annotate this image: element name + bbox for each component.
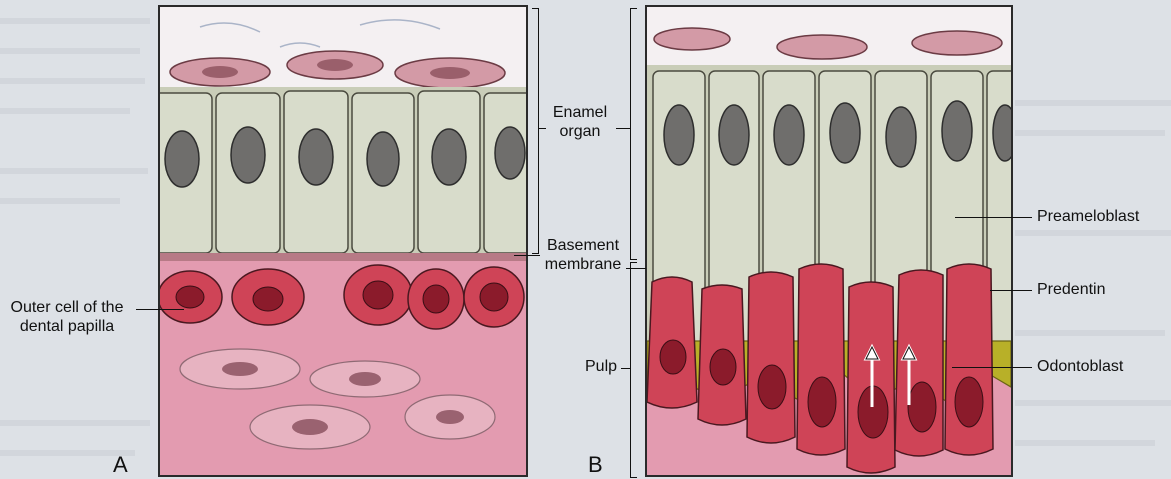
pulp-leader — [621, 368, 630, 369]
panel-letter-a: A — [113, 452, 128, 478]
basement-membrane-label: Basement membrane — [538, 236, 628, 274]
panel-a-drawing — [160, 7, 526, 475]
basement-membrane-leader-b — [626, 268, 646, 269]
panel-b-drawing — [647, 7, 1011, 475]
enamel-organ-leader-b — [616, 128, 630, 129]
panel-a-illustration — [158, 5, 528, 477]
odontoblast-leader — [952, 367, 1032, 368]
enamel-organ-label-line1: Enamel — [546, 103, 614, 122]
pulp-bracket-b — [630, 262, 637, 478]
outer-cell-label: Outer cell of the dental papilla — [0, 298, 134, 336]
outer-cell-leader — [136, 309, 184, 310]
enamel-organ-leader-a — [538, 128, 546, 129]
odontoblast-label: Odontoblast — [1037, 357, 1123, 376]
outer-cell-label-line1: Outer cell of the — [0, 298, 134, 317]
enamel-organ-label-line2: organ — [546, 122, 614, 141]
pulp-label: Pulp — [585, 357, 617, 376]
enamel-organ-bracket-a — [532, 8, 539, 254]
preameloblast-label: Preameloblast — [1037, 207, 1139, 226]
basement-membrane-leader-a — [514, 255, 540, 256]
basement-membrane-label-line2: membrane — [538, 255, 628, 274]
outer-cell-label-line2: dental papilla — [0, 317, 134, 336]
basement-membrane-label-line1: Basement — [538, 236, 628, 255]
predentin-leader — [990, 290, 1032, 291]
panel-b-illustration — [645, 5, 1013, 477]
preameloblast-leader — [955, 217, 1032, 218]
predentin-label: Predentin — [1037, 280, 1106, 299]
panel-letter-b: B — [588, 452, 603, 478]
enamel-organ-bracket-b — [630, 8, 637, 260]
enamel-organ-label: Enamel organ — [546, 103, 614, 141]
